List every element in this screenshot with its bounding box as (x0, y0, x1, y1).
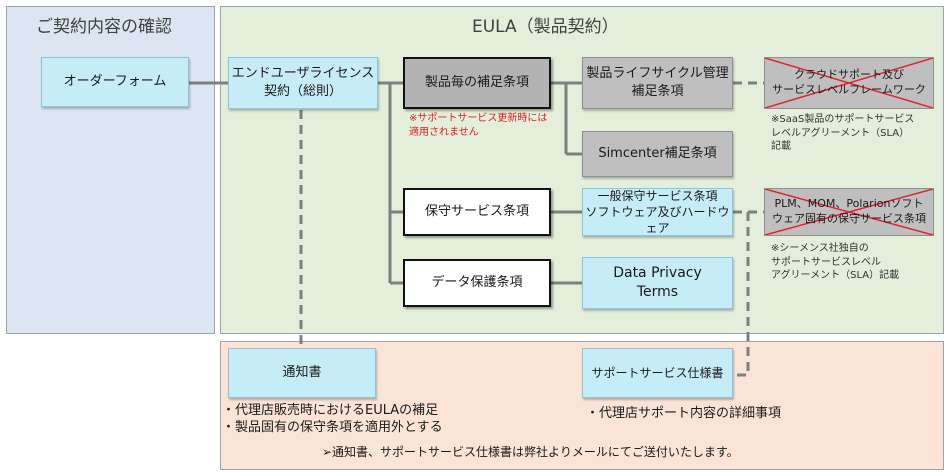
general-maintenance-box: 一般保守サービス条項 ソフトウェア及びハードウェア (582, 188, 733, 236)
cloud-support-label: クラウドサポート及び サービスレベルフレームワーク (772, 68, 926, 96)
notice-box: 通知書 (228, 348, 376, 398)
order-form-box: オーダーフォーム (41, 57, 189, 107)
saas-note: ※SaaS製品のサポートサービス レベルアグリーメント（SLA） 記載 (771, 114, 915, 152)
plm-maintenance-label: PLM、MOM、Polarionソフト ウェア固有の保守サービス条項 (772, 197, 926, 225)
enduser-license-box: エンドユーザライセンス 契約（総則） (228, 57, 378, 109)
siemens-note: ※シーメンス社独自の サポートサービスレベル アグリーメント（SLA）記載 (771, 243, 900, 281)
maintenance-terms-label: 保守サービス条項 (424, 204, 529, 220)
maintenance-terms-box: 保守サービス条項 (403, 188, 551, 236)
renewal-note: ※サポートサービス更新時には 適用されません (409, 113, 548, 138)
data-protection-label: データ保護条項 (431, 275, 523, 291)
support-bullet: ・代理店サポート内容の詳細事項 (586, 406, 782, 421)
delivery-footnote: ➢通知書、サポートサービス仕様書は弊社よりメールにてご送付いたします。 (322, 445, 739, 459)
notice-bullet-list: ・代理店販売時におけるEULAの補足 ・製品固有の保守条項を適用外とする (222, 403, 443, 437)
cloud-support-box: クラウドサポート及び サービスレベルフレームワーク (764, 57, 934, 109)
data-privacy-terms-label: Data Privacy Terms (613, 265, 702, 300)
general-maintenance-label: 一般保守サービス条項 ソフトウェア及びハードウェア (585, 188, 730, 236)
contract-panel-title: ご契約内容の確認 (36, 17, 172, 37)
order-form-label: オーダーフォーム (63, 74, 167, 90)
notice-label: 通知書 (282, 365, 322, 381)
support-spec-label: サポートサービス仕様書 (591, 365, 724, 380)
cross-out-mark (765, 58, 933, 108)
enduser-license-label: エンドユーザライセンス 契約（総則） (231, 66, 375, 99)
lifecycle-supplement-label: 製品ライフサイクル管理 補足条項 (586, 66, 729, 99)
notice-bullet: ・代理店販売時におけるEULAの補足 (222, 403, 439, 418)
support-spec-box: サポートサービス仕様書 (582, 348, 733, 398)
support-bullet-list: ・代理店サポート内容の詳細事項 (586, 406, 781, 423)
notice-bullet: ・製品固有の保守条項を適用外とする (222, 419, 443, 435)
cross-out-mark (765, 189, 933, 235)
lifecycle-supplement-box: 製品ライフサイクル管理 補足条項 (582, 57, 733, 109)
simcenter-supplement-label: Simcenter補足条項 (598, 146, 717, 162)
data-protection-box: データ保護条項 (403, 259, 551, 307)
plm-maintenance-box: PLM、MOM、Polarionソフト ウェア固有の保守サービス条項 (764, 188, 934, 236)
product-supplement-label: 製品毎の補足条項 (424, 75, 529, 91)
eula-panel-title: EULA（製品契約） (472, 17, 619, 37)
data-privacy-terms-box: Data Privacy Terms (582, 257, 733, 309)
product-supplement-box: 製品毎の補足条項 (403, 57, 551, 109)
simcenter-supplement-box: Simcenter補足条項 (582, 131, 733, 177)
contract-confirmation-panel (6, 6, 215, 334)
